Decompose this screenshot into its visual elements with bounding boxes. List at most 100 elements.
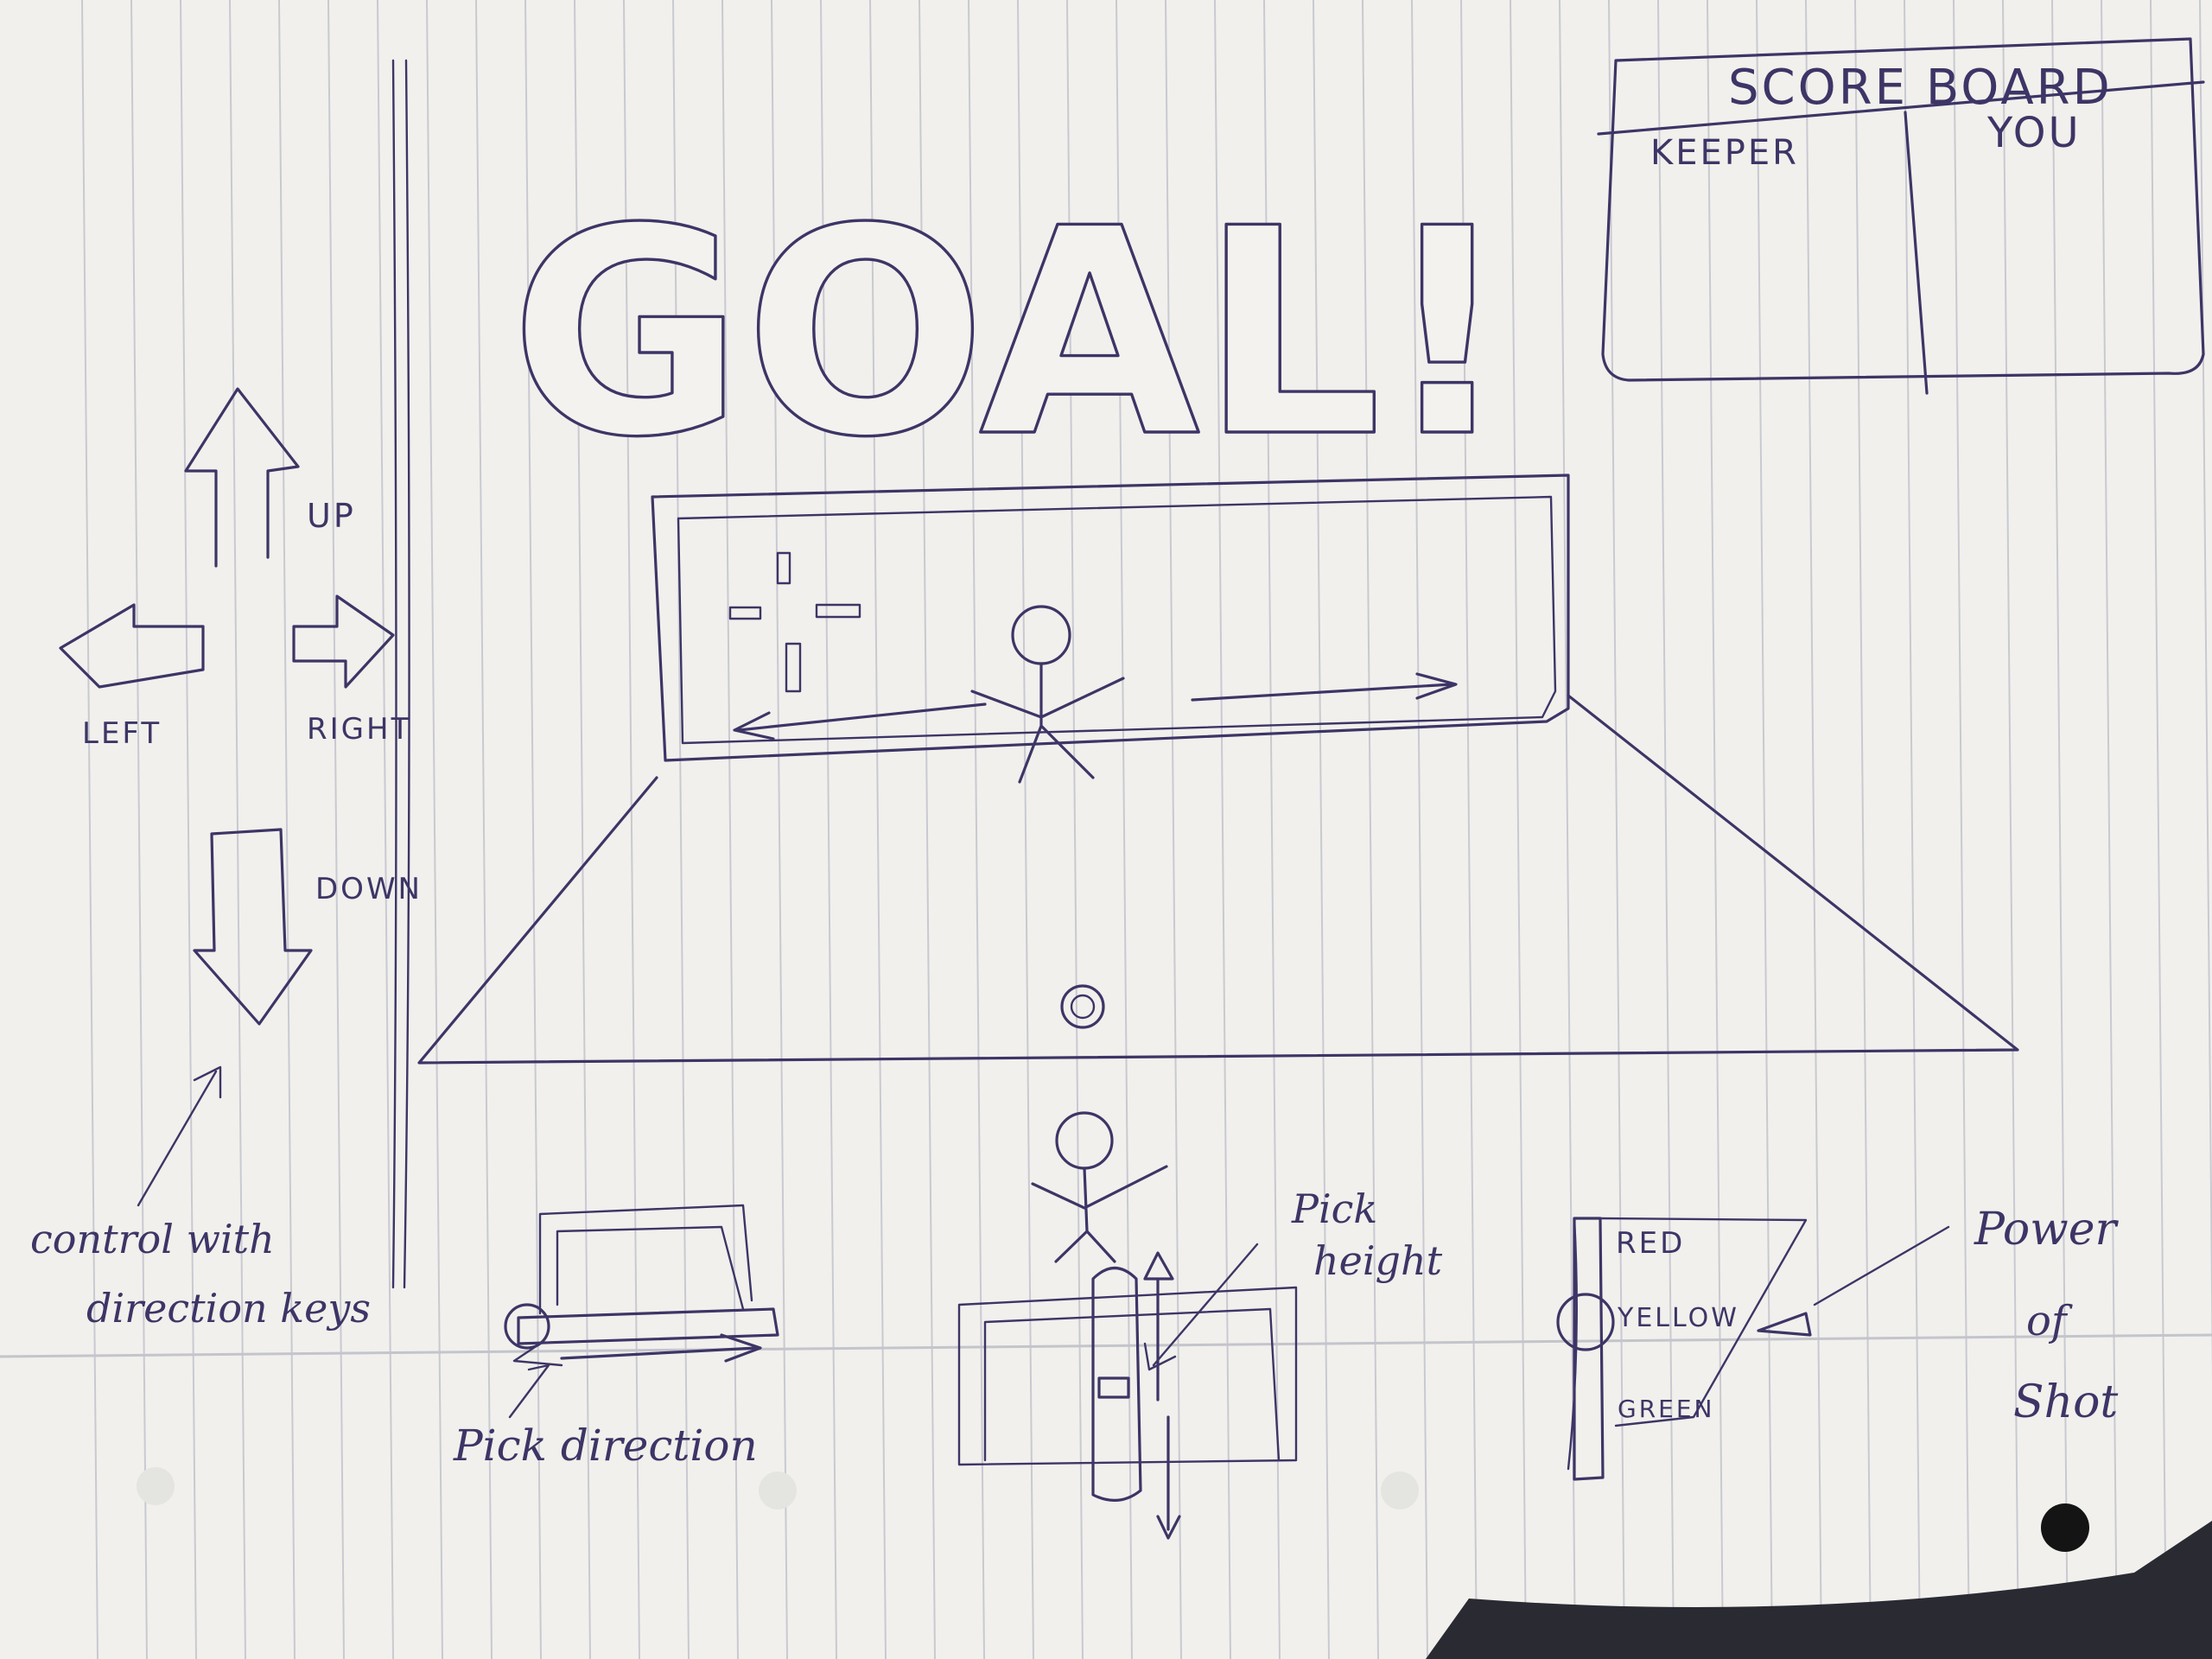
- up-label: UP: [307, 497, 356, 535]
- height-down-arrow: [1156, 1415, 1181, 1540]
- ruled-line: [2199, 0, 2212, 1383]
- power-bar-shading: [1567, 1217, 1578, 1471]
- scoreboard: SCORE BOARD KEEPER YOU: [1597, 37, 2205, 395]
- ball-inner: [1070, 994, 1096, 1020]
- power-level-red: RED: [1616, 1226, 1685, 1261]
- ruled-line: [1313, 0, 1330, 1659]
- right-label: RIGHT: [307, 712, 411, 747]
- ruled-line: [1165, 0, 1182, 1659]
- arrow-left-icon[interactable]: [59, 603, 205, 689]
- ruled-line: [229, 0, 246, 1659]
- arrow-up-icon[interactable]: [184, 387, 300, 568]
- height-picker-thumb[interactable]: [1097, 1376, 1130, 1399]
- height-picker-slider[interactable]: [1091, 1266, 1142, 1502]
- punch-hole-faint: [759, 1471, 797, 1510]
- arrow-right-icon[interactable]: [292, 594, 395, 689]
- height-picker[interactable]: Pick height: [957, 1185, 1443, 1540]
- ruled-line: [2002, 0, 2019, 1659]
- power-indicator-triangle: [1757, 1312, 1812, 1337]
- margin-line: [403, 59, 410, 1289]
- down-label: DOWN: [315, 872, 423, 906]
- controls-note-line2: direction keys: [86, 1285, 371, 1332]
- ball[interactable]: [1060, 984, 1105, 1029]
- ball-icon[interactable]: [1060, 984, 1105, 1029]
- ruled-line: [81, 0, 99, 1659]
- ruled-line: [721, 0, 739, 1659]
- power-level-green: GREEN: [1618, 1395, 1714, 1423]
- ruled-line: [278, 0, 296, 1659]
- ruled-line: [2051, 0, 2069, 1659]
- ruled-line: [771, 0, 788, 1659]
- ruled-line: [130, 0, 148, 1659]
- punch-hole-faint: [1381, 1471, 1419, 1510]
- ruled-line: [1805, 0, 1822, 1659]
- ruled-line: [1214, 0, 1231, 1659]
- ruled-line: [1510, 0, 1527, 1659]
- game-title: GOAL!: [510, 168, 1512, 499]
- scoreboard-heading: SCORE BOARD: [1728, 60, 2113, 116]
- scoreboard-divider: [1597, 80, 2205, 136]
- ruled-line: [820, 0, 837, 1659]
- power-pointer-line: [1813, 1225, 1950, 1306]
- ruled-line: [2101, 0, 2118, 1659]
- height-picker-goal: [957, 1286, 1298, 1466]
- ruled-line: [1362, 0, 1379, 1659]
- power-level-yellow: YELLOW: [1617, 1303, 1739, 1333]
- ruled-line: [1017, 0, 1034, 1659]
- target-mark-down: [785, 642, 802, 693]
- height-label-line1: Pick: [1291, 1185, 1377, 1232]
- ruled-line: [377, 0, 394, 1659]
- paper-fold: [0, 1333, 2212, 1358]
- left-label: LEFT: [82, 716, 162, 751]
- power-label-line1: Power: [1974, 1204, 2119, 1255]
- ruled-line: [1854, 0, 1872, 1659]
- punch-hole: [2041, 1503, 2089, 1552]
- height-label-line2: height: [1313, 1237, 1443, 1284]
- direction-picker-ball[interactable]: [504, 1303, 550, 1350]
- ruled-line: [1411, 0, 1428, 1659]
- ruled-lines: [81, 0, 2212, 1659]
- keeper-move-left-arrow: [733, 702, 987, 741]
- controls-panel: UP LEFT RIGHT DOWN control with directio…: [30, 387, 423, 1332]
- ruled-line: [1263, 0, 1281, 1659]
- direction-pointer-icon: [508, 1342, 563, 1419]
- penalty-box: [417, 694, 2019, 1065]
- target-mark-up: [776, 551, 791, 585]
- goal-frame: [651, 474, 1570, 762]
- ruled-line: [327, 0, 345, 1659]
- power-scale-outline: [1597, 1217, 1808, 1427]
- ruled-line: [1657, 0, 1675, 1659]
- scoreboard-you-label: YOU: [1986, 109, 2082, 157]
- power-label-line3: Shot: [2013, 1376, 2118, 1428]
- ruled-line: [1460, 0, 1478, 1659]
- margin-line: [391, 59, 397, 1289]
- pointer-arrow-icon: [137, 1065, 222, 1207]
- power-ball[interactable]: [1556, 1293, 1615, 1351]
- player-shooter: [1031, 1111, 1168, 1263]
- punch-hole-faint: [137, 1467, 175, 1505]
- ruled-line: [1756, 0, 1773, 1659]
- ruled-line: [2150, 0, 2167, 1659]
- goal-area: [417, 474, 2019, 1263]
- controls-note-line1: control with: [30, 1216, 275, 1262]
- power-meter[interactable]: RED YELLOW GREEN Power of Shot: [1556, 1204, 2119, 1481]
- direction-picker-track[interactable]: [517, 1307, 779, 1345]
- ruled-line: [918, 0, 936, 1659]
- direction-picker[interactable]: Pick direction: [453, 1204, 779, 1471]
- goal-net: [677, 495, 1557, 745]
- height-up-arrow: [1143, 1251, 1174, 1402]
- direction-picker-goal: [538, 1204, 753, 1315]
- height-pointer-icon: [1143, 1243, 1259, 1371]
- ruled-line: [1953, 0, 1970, 1659]
- goalkeeper: [970, 605, 1125, 784]
- ruled-line: [524, 0, 542, 1659]
- ruled-line: [968, 0, 985, 1659]
- ruled-line: [623, 0, 640, 1659]
- power-label-line2: of: [2026, 1297, 2073, 1345]
- arrow-down-icon[interactable]: [193, 828, 313, 1026]
- keeper-move-right-arrow: [1191, 672, 1458, 702]
- ruled-line: [869, 0, 887, 1659]
- ruled-line: [426, 0, 443, 1659]
